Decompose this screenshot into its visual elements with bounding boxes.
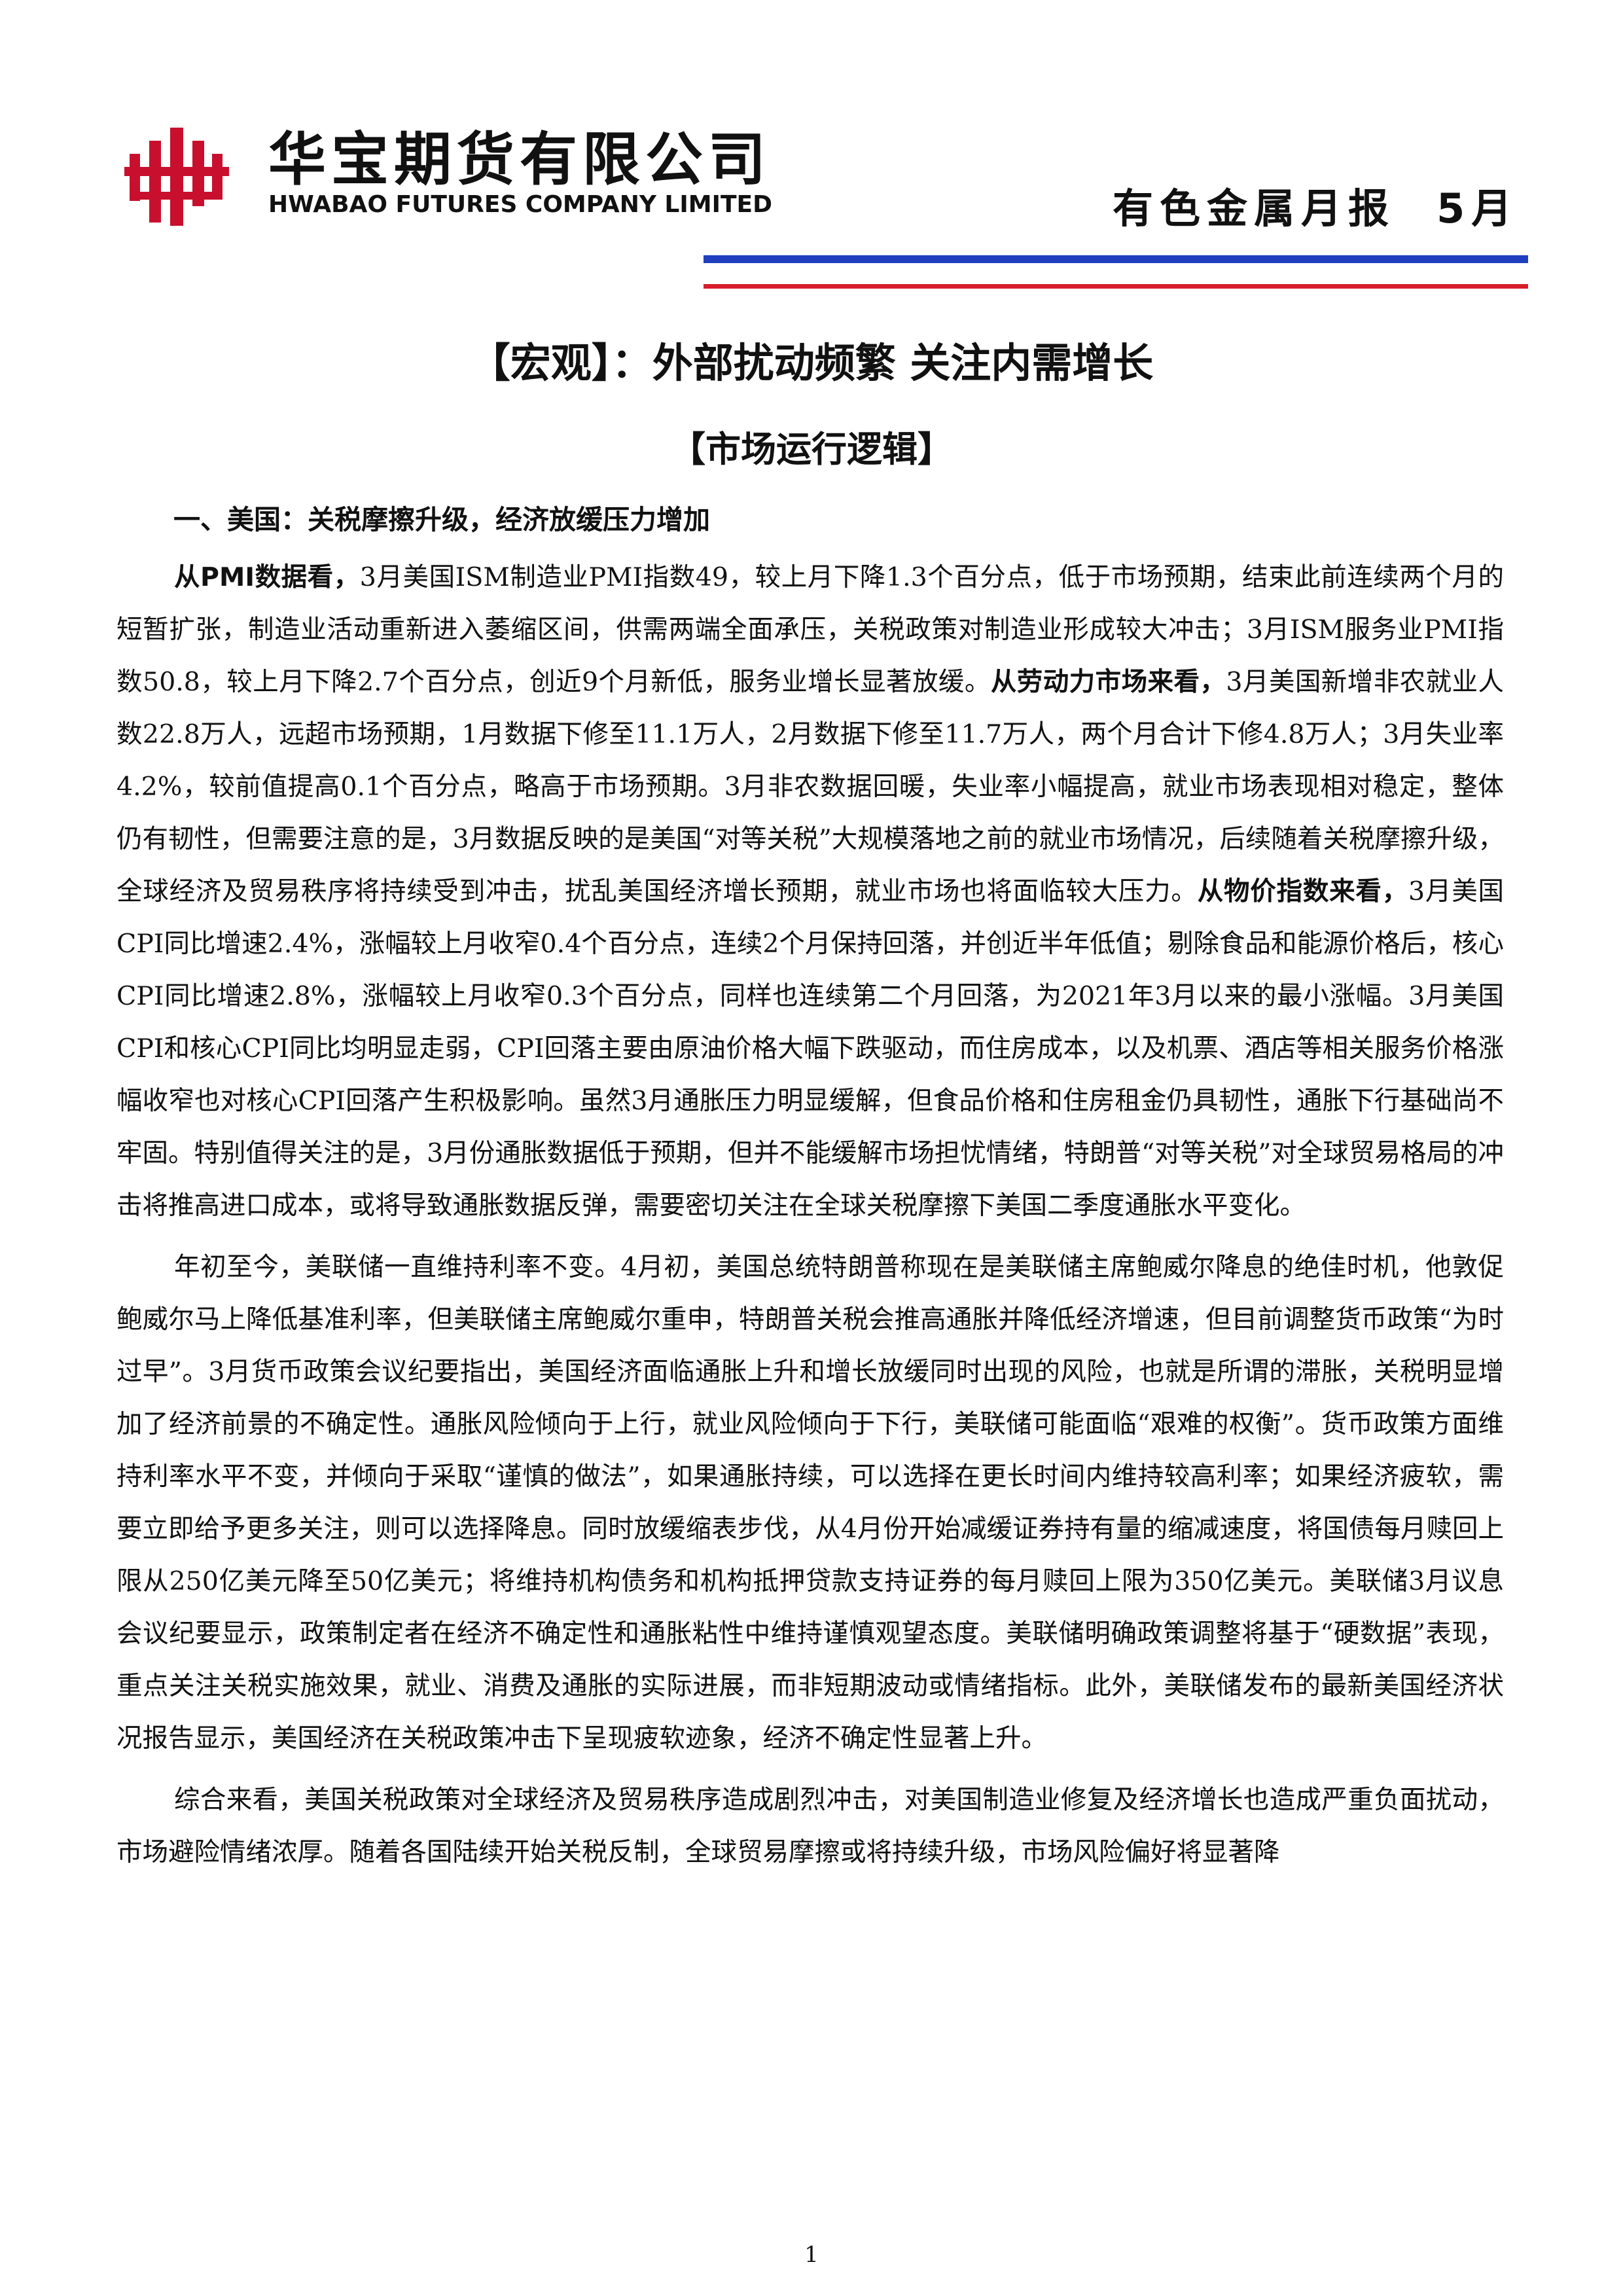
text-pmi: 3月美国ISM制造业PMI指数49，较上月下降1.3个百分点，低于市场预期，结束… xyxy=(116,562,1504,697)
page-title: 【宏观】：外部扰动频繁 关注内需增长 xyxy=(469,339,1154,387)
section-heading: 一、美国：关税摩擦升级，经济放缓压力增加 xyxy=(173,504,710,535)
page-subtitle: 【市场运行逻辑】 xyxy=(670,429,953,470)
text-labor: 3月美国新增非农就业人数22.8万人，远超市场预期，1月数据下修至11.1万人，… xyxy=(116,667,1505,906)
company-name-en: HWABAO FUTURES COMPANY LIMITED xyxy=(268,191,773,218)
page-number: 1 xyxy=(804,2242,819,2268)
lead-pmi: 从PMI数据看， xyxy=(174,562,360,592)
paragraph-3: 综合来看，美国关税政策对全球经济及贸易秩序造成剧烈冲击，对美国制造业修复及经济增… xyxy=(116,1785,1504,1867)
lead-cpi: 从物价指数来看， xyxy=(1197,876,1409,906)
report-title: 有色金属月报 5月 xyxy=(1113,185,1519,232)
paragraph-1: 从PMI数据看，3月美国ISM制造业PMI指数49，较上月下降1.3个百分点，低… xyxy=(116,551,1504,1232)
body-text: 从PMI数据看，3月美国ISM制造业PMI指数49，较上月下降1.3个百分点，低… xyxy=(116,551,1504,1888)
text-cpi: 3月美国CPI同比增速2.4%，涨幅较上月收窄0.4个百分点，连续2个月保持回落… xyxy=(116,876,1505,1221)
paragraph-2: 年初至今，美联储一直维持利率不变。4月初，美国总统特朗普称现在是美联储主席鲍威尔… xyxy=(116,1252,1504,1753)
company-name-cn: 华宝期货有限公司 xyxy=(268,126,772,193)
header-rule-red xyxy=(704,284,1528,289)
header-rule-blue xyxy=(704,255,1528,263)
lead-labor: 从劳动力市场来看， xyxy=(990,667,1226,697)
company-logo-icon xyxy=(124,128,229,226)
